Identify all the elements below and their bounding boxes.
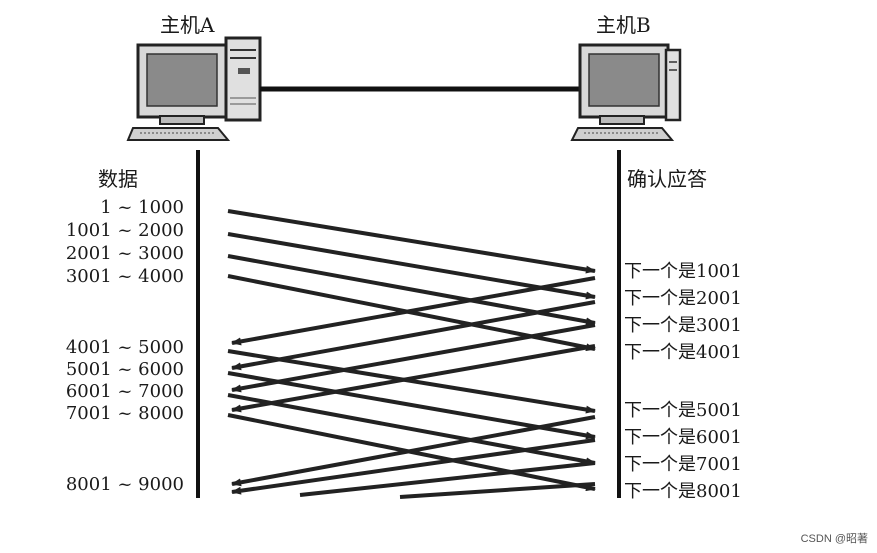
ack-arrows	[231, 276, 596, 499]
ack-arrow	[399, 482, 596, 499]
watermark: CSDN @昭著	[801, 531, 868, 545]
ack-label: 下一个是4001	[624, 342, 742, 363]
segment-label: 8001 ~ 9000	[66, 474, 184, 495]
segment-label: 7001 ~ 8000	[66, 403, 184, 424]
ack-arrow	[231, 323, 596, 393]
ack-label: 下一个是8001	[624, 481, 742, 502]
ack-arrow	[299, 461, 596, 497]
ack-arrow	[231, 300, 596, 371]
ack-arrow	[231, 276, 596, 346]
data-arrow	[227, 349, 596, 414]
segment-label: 1 ~ 1000	[100, 197, 184, 218]
ack-label: 下一个是1001	[624, 261, 742, 282]
host-a-computer-icon	[126, 36, 262, 141]
segment-label: 6001 ~ 7000	[66, 381, 184, 402]
segment-label: 2001 ~ 3000	[66, 243, 184, 264]
segment-label: 1001 ~ 2000	[66, 220, 184, 241]
ack-arrow	[231, 344, 596, 413]
segment-label: 3001 ~ 4000	[66, 266, 184, 287]
ack-label: 下一个是5001	[624, 400, 742, 421]
host-b-computer-icon	[570, 43, 682, 141]
host-b-label: 主机B	[596, 13, 651, 37]
ack-arrow	[231, 415, 596, 487]
data-column-header: 数据	[98, 167, 138, 191]
segment-label: 5001 ~ 6000	[66, 359, 184, 380]
ack-label: 下一个是3001	[624, 315, 742, 336]
ack-arrow	[231, 438, 596, 495]
data-arrow	[227, 232, 596, 300]
ack-label-list: 下一个是1001 下一个是2001 下一个是3001 下一个是4001 下一个是…	[624, 261, 742, 502]
data-arrow	[227, 209, 596, 274]
ack-label: 下一个是2001	[624, 288, 742, 309]
segment-label-list: 1 ~ 1000 1001 ~ 2000 2001 ~ 3000 3001 ~ …	[66, 197, 184, 495]
data-arrow	[227, 393, 596, 466]
segment-label: 4001 ~ 5000	[66, 337, 184, 358]
ack-label: 下一个是7001	[624, 454, 742, 475]
ack-column-header: 确认应答	[627, 167, 707, 191]
host-a-label: 主机A	[160, 13, 215, 37]
ack-label: 下一个是6001	[624, 427, 742, 448]
